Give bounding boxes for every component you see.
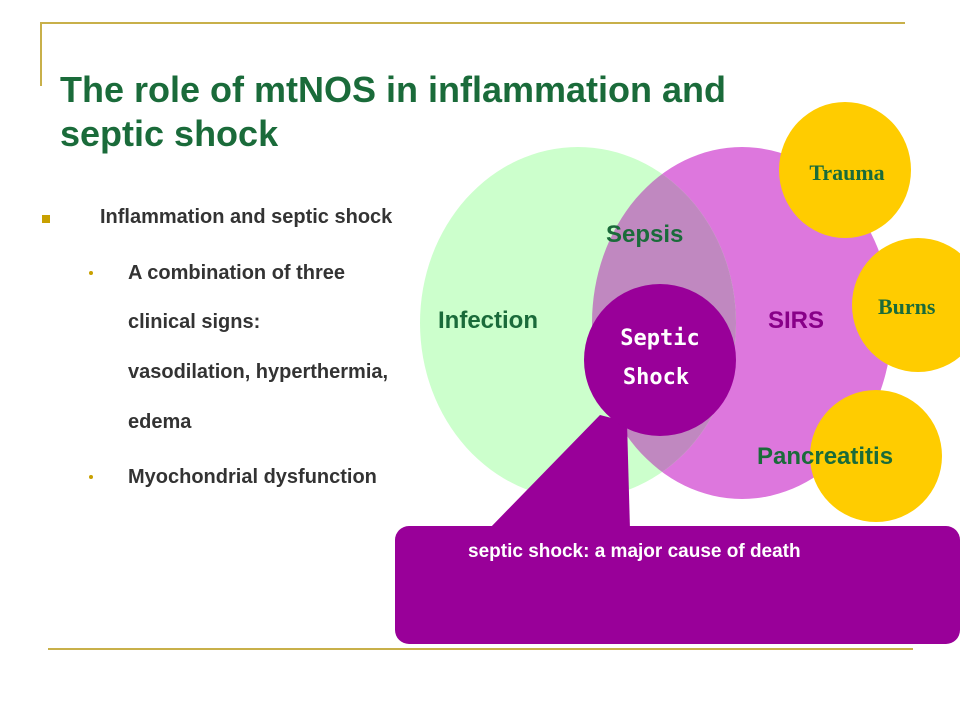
- top-frame-line: [40, 22, 905, 24]
- callout-text: septic shock: a major cause of death: [468, 541, 801, 562]
- sepsis-label: Sepsis: [606, 221, 683, 248]
- trauma-label: Trauma: [809, 160, 884, 185]
- callout-box: [395, 526, 960, 644]
- pancreatitis-label: Pancreatitis: [757, 443, 893, 470]
- bottom-frame-line: [48, 648, 913, 650]
- callout-pointer: [488, 415, 630, 530]
- sirs-label: SIRS: [768, 307, 824, 334]
- pancreatitis-circle: [810, 390, 942, 522]
- trauma-circle: [779, 102, 911, 238]
- burns-label: Burns: [878, 294, 936, 319]
- infection-label: Infection: [438, 307, 538, 334]
- septic-shock-label-line2: Shock: [623, 365, 689, 390]
- left-frame-line: [40, 22, 42, 86]
- slide-title-line1: The role of mtNOS in inflammation and: [60, 69, 727, 110]
- slide-title: The role of mtNOS in inflammation and se…: [60, 68, 880, 156]
- burns-circle: [852, 238, 960, 372]
- septic-shock-label-line1: Septic: [620, 326, 699, 351]
- septic-shock-circle: [584, 284, 736, 436]
- slide-title-line2: septic shock: [60, 113, 279, 154]
